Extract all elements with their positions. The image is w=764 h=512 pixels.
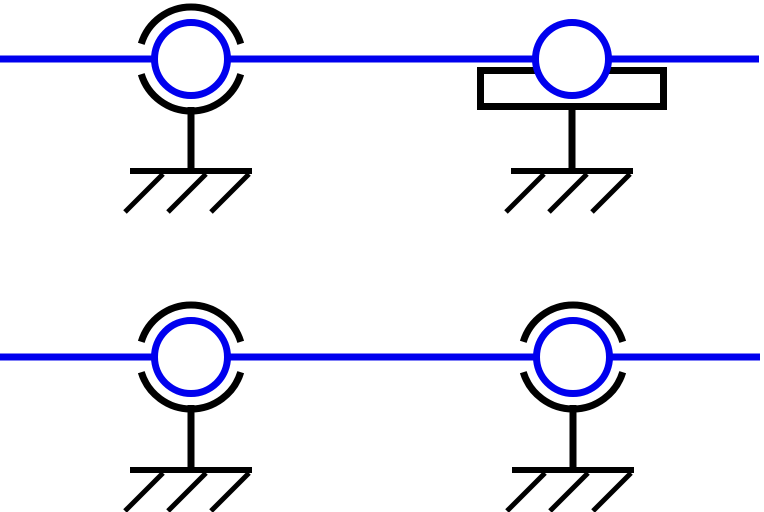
ground-hatch-stroke [166, 471, 208, 512]
bearing-top-left [123, 3, 252, 214]
ground-hatch-stroke [504, 172, 546, 214]
ground-hatch-stroke [590, 172, 632, 214]
bearing-outer-arc-top [137, 301, 245, 343]
bearing-ring [151, 19, 231, 99]
ground-hatch-stroke [123, 172, 165, 214]
ground-hatch-stroke [548, 471, 590, 512]
ground-hatch-stroke [166, 172, 208, 214]
bearing-ring [532, 19, 612, 99]
ground-hatch-stroke [123, 471, 165, 512]
bearing-bottom-right [505, 301, 634, 512]
ground-hatch-stroke [591, 471, 633, 512]
bearing-top-right [477, 19, 667, 214]
ground-hatch-stroke [547, 172, 589, 214]
ground-hatch-stroke [209, 172, 251, 214]
bearing-ring [151, 317, 231, 397]
bearing-ring [533, 317, 613, 397]
ground-hatch-stroke [209, 471, 251, 512]
ground-hatch-stroke [505, 471, 547, 512]
bearing-outer-arc-top [137, 3, 245, 45]
bearing-outer-arc-top [519, 301, 627, 343]
bearing-bottom-left [123, 301, 252, 512]
